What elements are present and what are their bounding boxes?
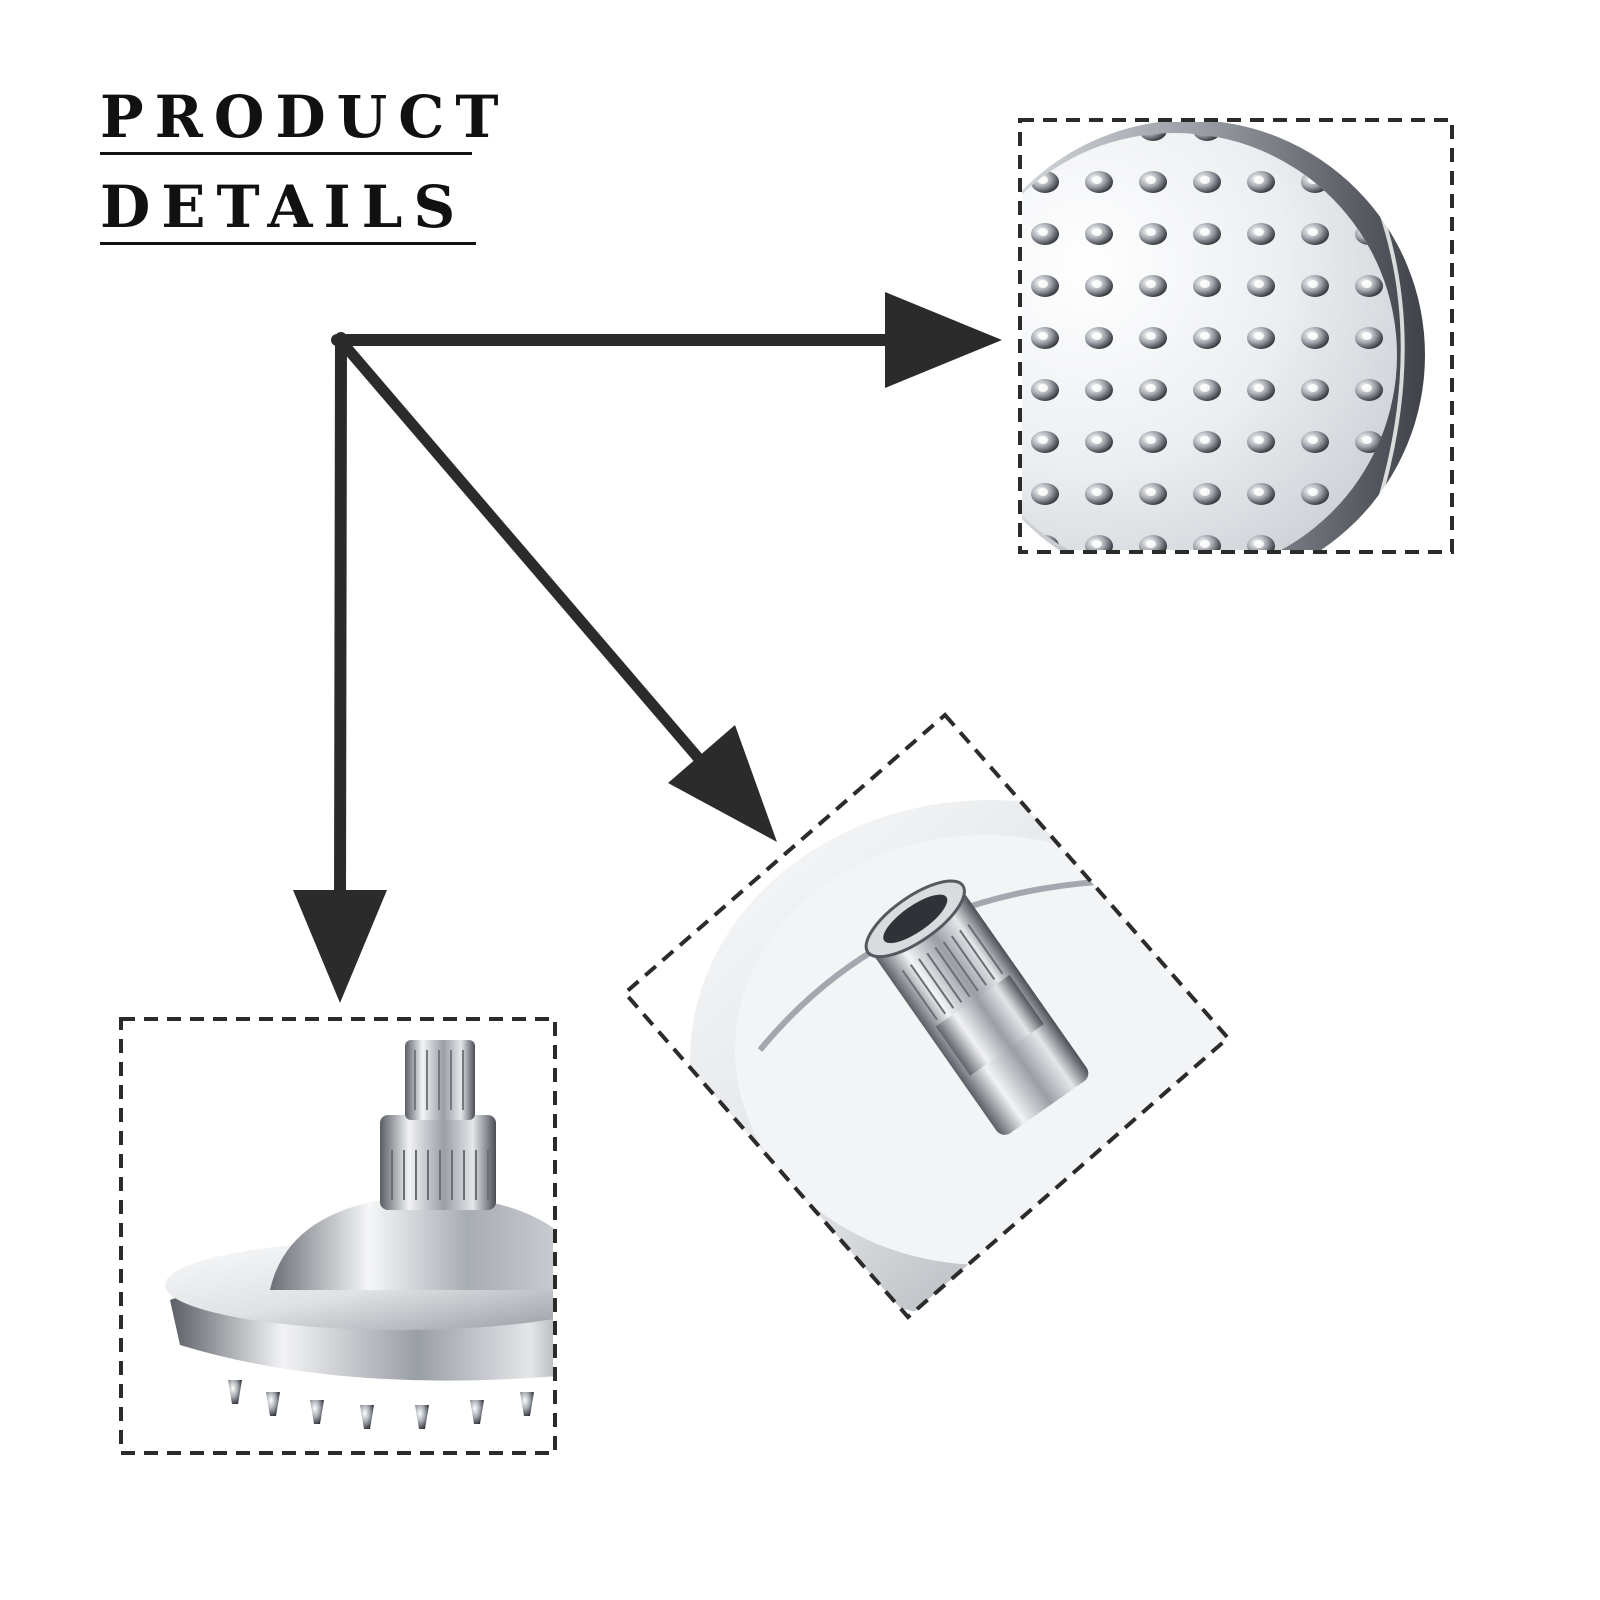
title-product: PRODUCT <box>100 88 499 155</box>
arrow-right-icon <box>331 292 1002 388</box>
detail-frame-bottom-left <box>119 1017 557 1455</box>
detail-frame-middle <box>622 712 1231 1320</box>
detail-frame-top-right <box>1018 118 1454 554</box>
nozzle-face-detail <box>1018 118 1454 554</box>
side-view-detail <box>119 1017 557 1455</box>
arrow-down-icon <box>293 332 387 1003</box>
arrow-diagonal-icon <box>334 334 777 842</box>
title-details: DETAILS <box>100 178 476 245</box>
